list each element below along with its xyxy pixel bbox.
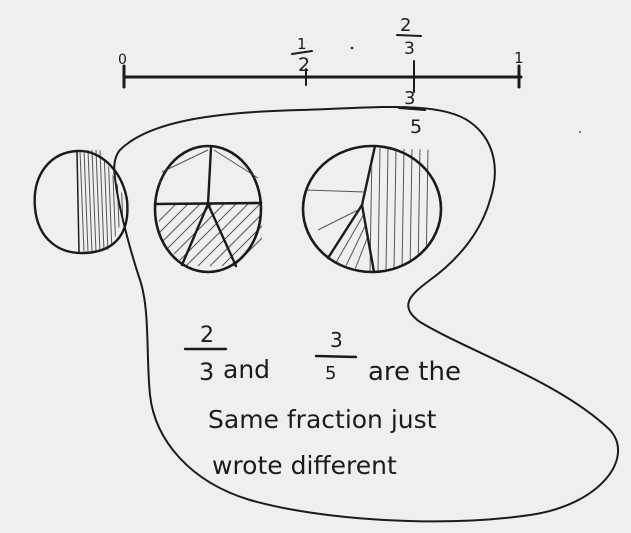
note-word-and: and	[223, 355, 270, 384]
label-one: 1	[514, 49, 524, 67]
divider-left	[180, 202, 210, 267]
shading-three-fifths	[330, 148, 429, 273]
circle-three-fifths	[301, 144, 443, 274]
label-zero: 0	[118, 52, 127, 68]
divider-right	[206, 202, 238, 268]
note-fraction1-denominator: 3	[199, 358, 214, 386]
half-numerator: 1	[297, 35, 307, 53]
two-thirds-numerator: 2	[400, 15, 411, 36]
note-line3: wrote different	[212, 451, 397, 480]
three-fifths-numerator: 3	[404, 88, 415, 109]
fraction-one-half: 1 2	[291, 35, 313, 76]
note-fraction2-bar	[314, 354, 358, 359]
fraction-two-thirds: 2 3	[396, 15, 422, 59]
half-denominator: 2	[298, 54, 310, 76]
divider-bottom	[360, 203, 376, 274]
divider-left	[326, 203, 364, 260]
note-line1-rest: are the	[368, 357, 461, 387]
shading-half	[79, 150, 125, 252]
note-fraction2-numerator: 3	[330, 328, 343, 352]
handwritten-note: 2 3 and 3 5 are the Same fraction just w…	[183, 323, 461, 480]
two-thirds-denominator: 3	[404, 39, 415, 59]
pencil-speck	[350, 46, 354, 50]
number-line: 0 1 1 2 2 3 3 5	[118, 15, 524, 138]
note-fraction1-numerator: 2	[200, 323, 214, 348]
fraction-three-fifths: 3 5	[398, 88, 426, 138]
enclosing-loop	[113, 105, 620, 523]
pencil-speck	[158, 180, 162, 184]
three-fifths-denominator: 5	[410, 116, 422, 138]
pencil-speck	[579, 131, 581, 133]
divider-top	[360, 144, 377, 207]
divider-top	[206, 146, 213, 206]
note-line2: Same fraction just	[208, 405, 437, 434]
note-fraction2-denominator: 5	[325, 363, 336, 384]
circle-two-thirds	[153, 144, 263, 274]
